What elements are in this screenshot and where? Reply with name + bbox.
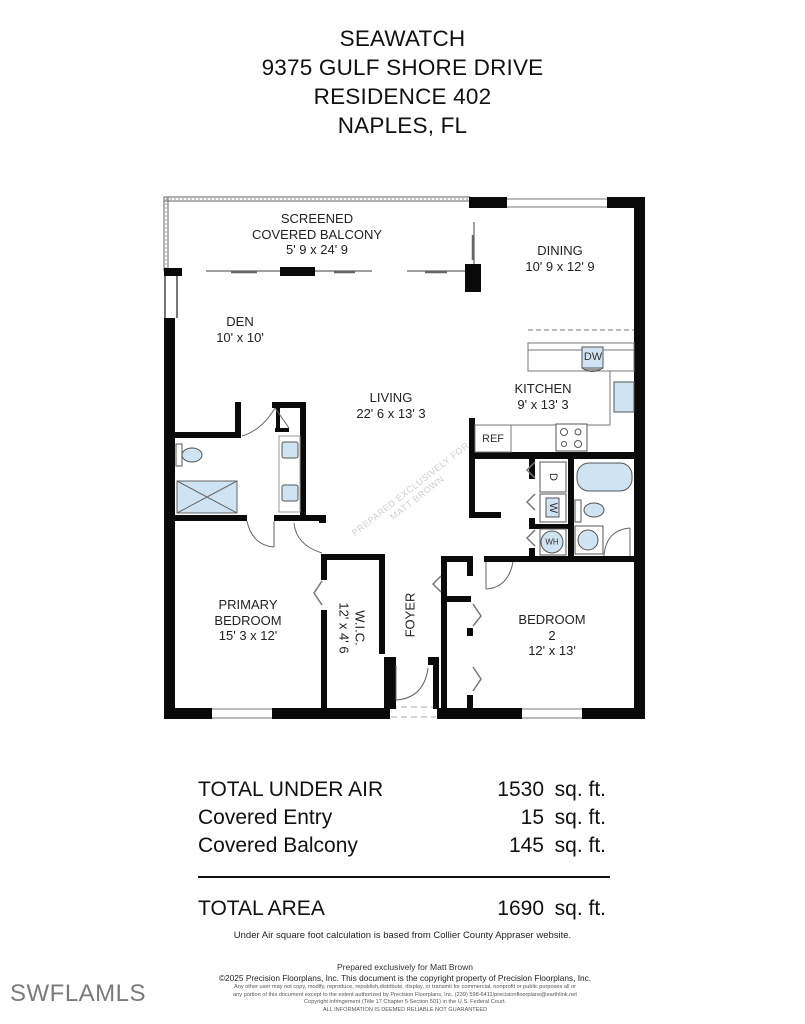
room-name: DEN	[226, 314, 254, 329]
water-heater-label: WH	[545, 537, 559, 547]
room-name: 2	[548, 627, 556, 643]
property-title: SEAWATCH 9375 GULF SHORE DRIVE RESIDENCE…	[0, 24, 805, 140]
room-dims: 5' 9 x 24' 9	[285, 242, 349, 257]
watermark: PREPARED EXCLUSIVELY FOR MATT BROWN	[350, 440, 471, 538]
city-state: NAPLES, FL	[337, 113, 468, 138]
room-name: SCREENED	[280, 211, 354, 226]
mls-logo: SWFLAMLS	[10, 980, 147, 1007]
fine-print: any portion of this document except to t…	[233, 991, 577, 998]
fine-print: ALL INFORMATION IS DEEMED RELIABLE NOT G…	[322, 1006, 488, 1013]
exterior-walls	[163, 196, 645, 719]
room-dims: 10' 9 x 12' 9	[525, 258, 595, 274]
column-posts	[280, 264, 481, 292]
area-unit: sq. ft.	[554, 778, 606, 801]
room-dims: 22' 6 x 13' 3	[356, 405, 426, 421]
room-balcony: SCREENED COVERED BALCONY 5' 9 x 24' 9	[252, 211, 382, 258]
room-dims: 12' x 13'	[528, 643, 576, 658]
room-name: BEDROOM	[518, 612, 586, 627]
bath2-sink-icon	[574, 525, 604, 555]
sliding-doors	[206, 222, 475, 274]
door-swings	[241, 407, 631, 701]
room-dims: 12' x 4' 6	[337, 602, 352, 654]
dishwasher-label: DW	[583, 351, 603, 363]
prepared-for: Prepared exclusively for Matt Brown	[336, 962, 474, 972]
room-name: FOYER	[402, 592, 418, 638]
room-dims: 15' 3 x 12'	[218, 628, 278, 643]
area-label: TOTAL UNDER AIR	[198, 778, 384, 801]
room-bedroom-2: BEDROOM 2 12' x 13'	[518, 612, 585, 659]
area-unit: sq. ft.	[554, 806, 606, 829]
primary-toilet-icon	[175, 443, 203, 467]
kitchen-counters	[474, 329, 635, 453]
room-foyer: FOYER	[402, 593, 418, 638]
room-name: W.I.C.	[352, 610, 368, 646]
room-kitchen: KITCHEN 9' x 13' 3	[514, 381, 571, 412]
room-dining: DINING 10' 9 x 12' 9	[525, 243, 594, 274]
area-row-under-air: TOTAL UNDER AIR 1530 sq. ft.	[198, 776, 610, 804]
room-name: BEDROOM	[214, 612, 282, 628]
fine-print: Any other user may not copy, modify, rep…	[234, 984, 576, 990]
calculation-note: Under Air square foot calculation is bas…	[233, 930, 572, 941]
vanity-sinks-icon	[278, 435, 301, 513]
area-value: 15	[520, 806, 544, 829]
room-wic: W.I.C. 12' x 4' 6	[337, 602, 368, 653]
copyright-line: ©2025 Precision Floorplans, Inc. This do…	[218, 973, 592, 983]
area-summary: TOTAL UNDER AIR 1530 sq. ft. Covered Ent…	[198, 776, 610, 860]
fine-print: Copyright infringement (Title 17 Chapter…	[304, 999, 506, 1005]
area-label: Covered Entry	[198, 806, 333, 829]
dryer-icon	[539, 461, 567, 493]
interior-walls	[175, 402, 635, 710]
room-name: PRIMARY	[218, 597, 278, 612]
washer-icon	[539, 493, 567, 523]
area-label: Covered Balcony	[198, 834, 358, 857]
range-stove-icon	[555, 423, 588, 452]
total-area-value: 1690	[497, 897, 544, 920]
residence-number: RESIDENCE 402	[313, 84, 492, 109]
dryer-label: D	[547, 473, 559, 481]
room-dims: 10' x 10'	[216, 329, 264, 345]
building-name: SEAWATCH	[339, 26, 466, 51]
refrigerator-label: REF	[482, 433, 504, 445]
room-dims: 9' x 13' 3	[517, 396, 569, 412]
street-address: 9375 GULF SHORE DRIVE	[261, 55, 544, 80]
shower-icon	[176, 480, 238, 514]
area-row-covered-balcony: Covered Balcony 145 sq. ft.	[198, 832, 610, 860]
water-heater-icon	[539, 528, 567, 556]
bifold-doors	[313, 461, 536, 692]
room-name: DINING	[537, 243, 583, 258]
room-primary-bedroom: PRIMARY BEDROOM 15' 3 x 12'	[214, 597, 281, 644]
total-area-unit: sq. ft.	[554, 897, 606, 920]
area-value: 1530	[497, 778, 544, 801]
area-unit: sq. ft.	[554, 834, 606, 857]
copyright-footer: Prepared exclusively for Matt Brown ©202…	[170, 962, 640, 1014]
total-area-row: TOTAL AREA 1690 sq. ft.	[198, 895, 610, 923]
room-name: LIVING	[369, 390, 413, 405]
room-name: KITCHEN	[514, 381, 572, 396]
area-row-covered-entry: Covered Entry 15 sq. ft.	[198, 804, 610, 832]
area-divider	[198, 876, 610, 878]
room-den: DEN 10' x 10'	[216, 314, 264, 345]
dishwasher-icon	[581, 346, 604, 372]
bath2-toilet-icon	[574, 499, 605, 523]
total-area-label: TOTAL AREA	[198, 897, 325, 920]
bathtub-icon	[576, 462, 633, 492]
room-living: LIVING 22' 6 x 13' 3	[356, 390, 425, 421]
kitchen-sink-icon	[613, 381, 635, 413]
washer-label: W	[547, 502, 559, 514]
room-name: COVERED BALCONY	[251, 226, 383, 242]
area-value: 145	[508, 834, 544, 857]
